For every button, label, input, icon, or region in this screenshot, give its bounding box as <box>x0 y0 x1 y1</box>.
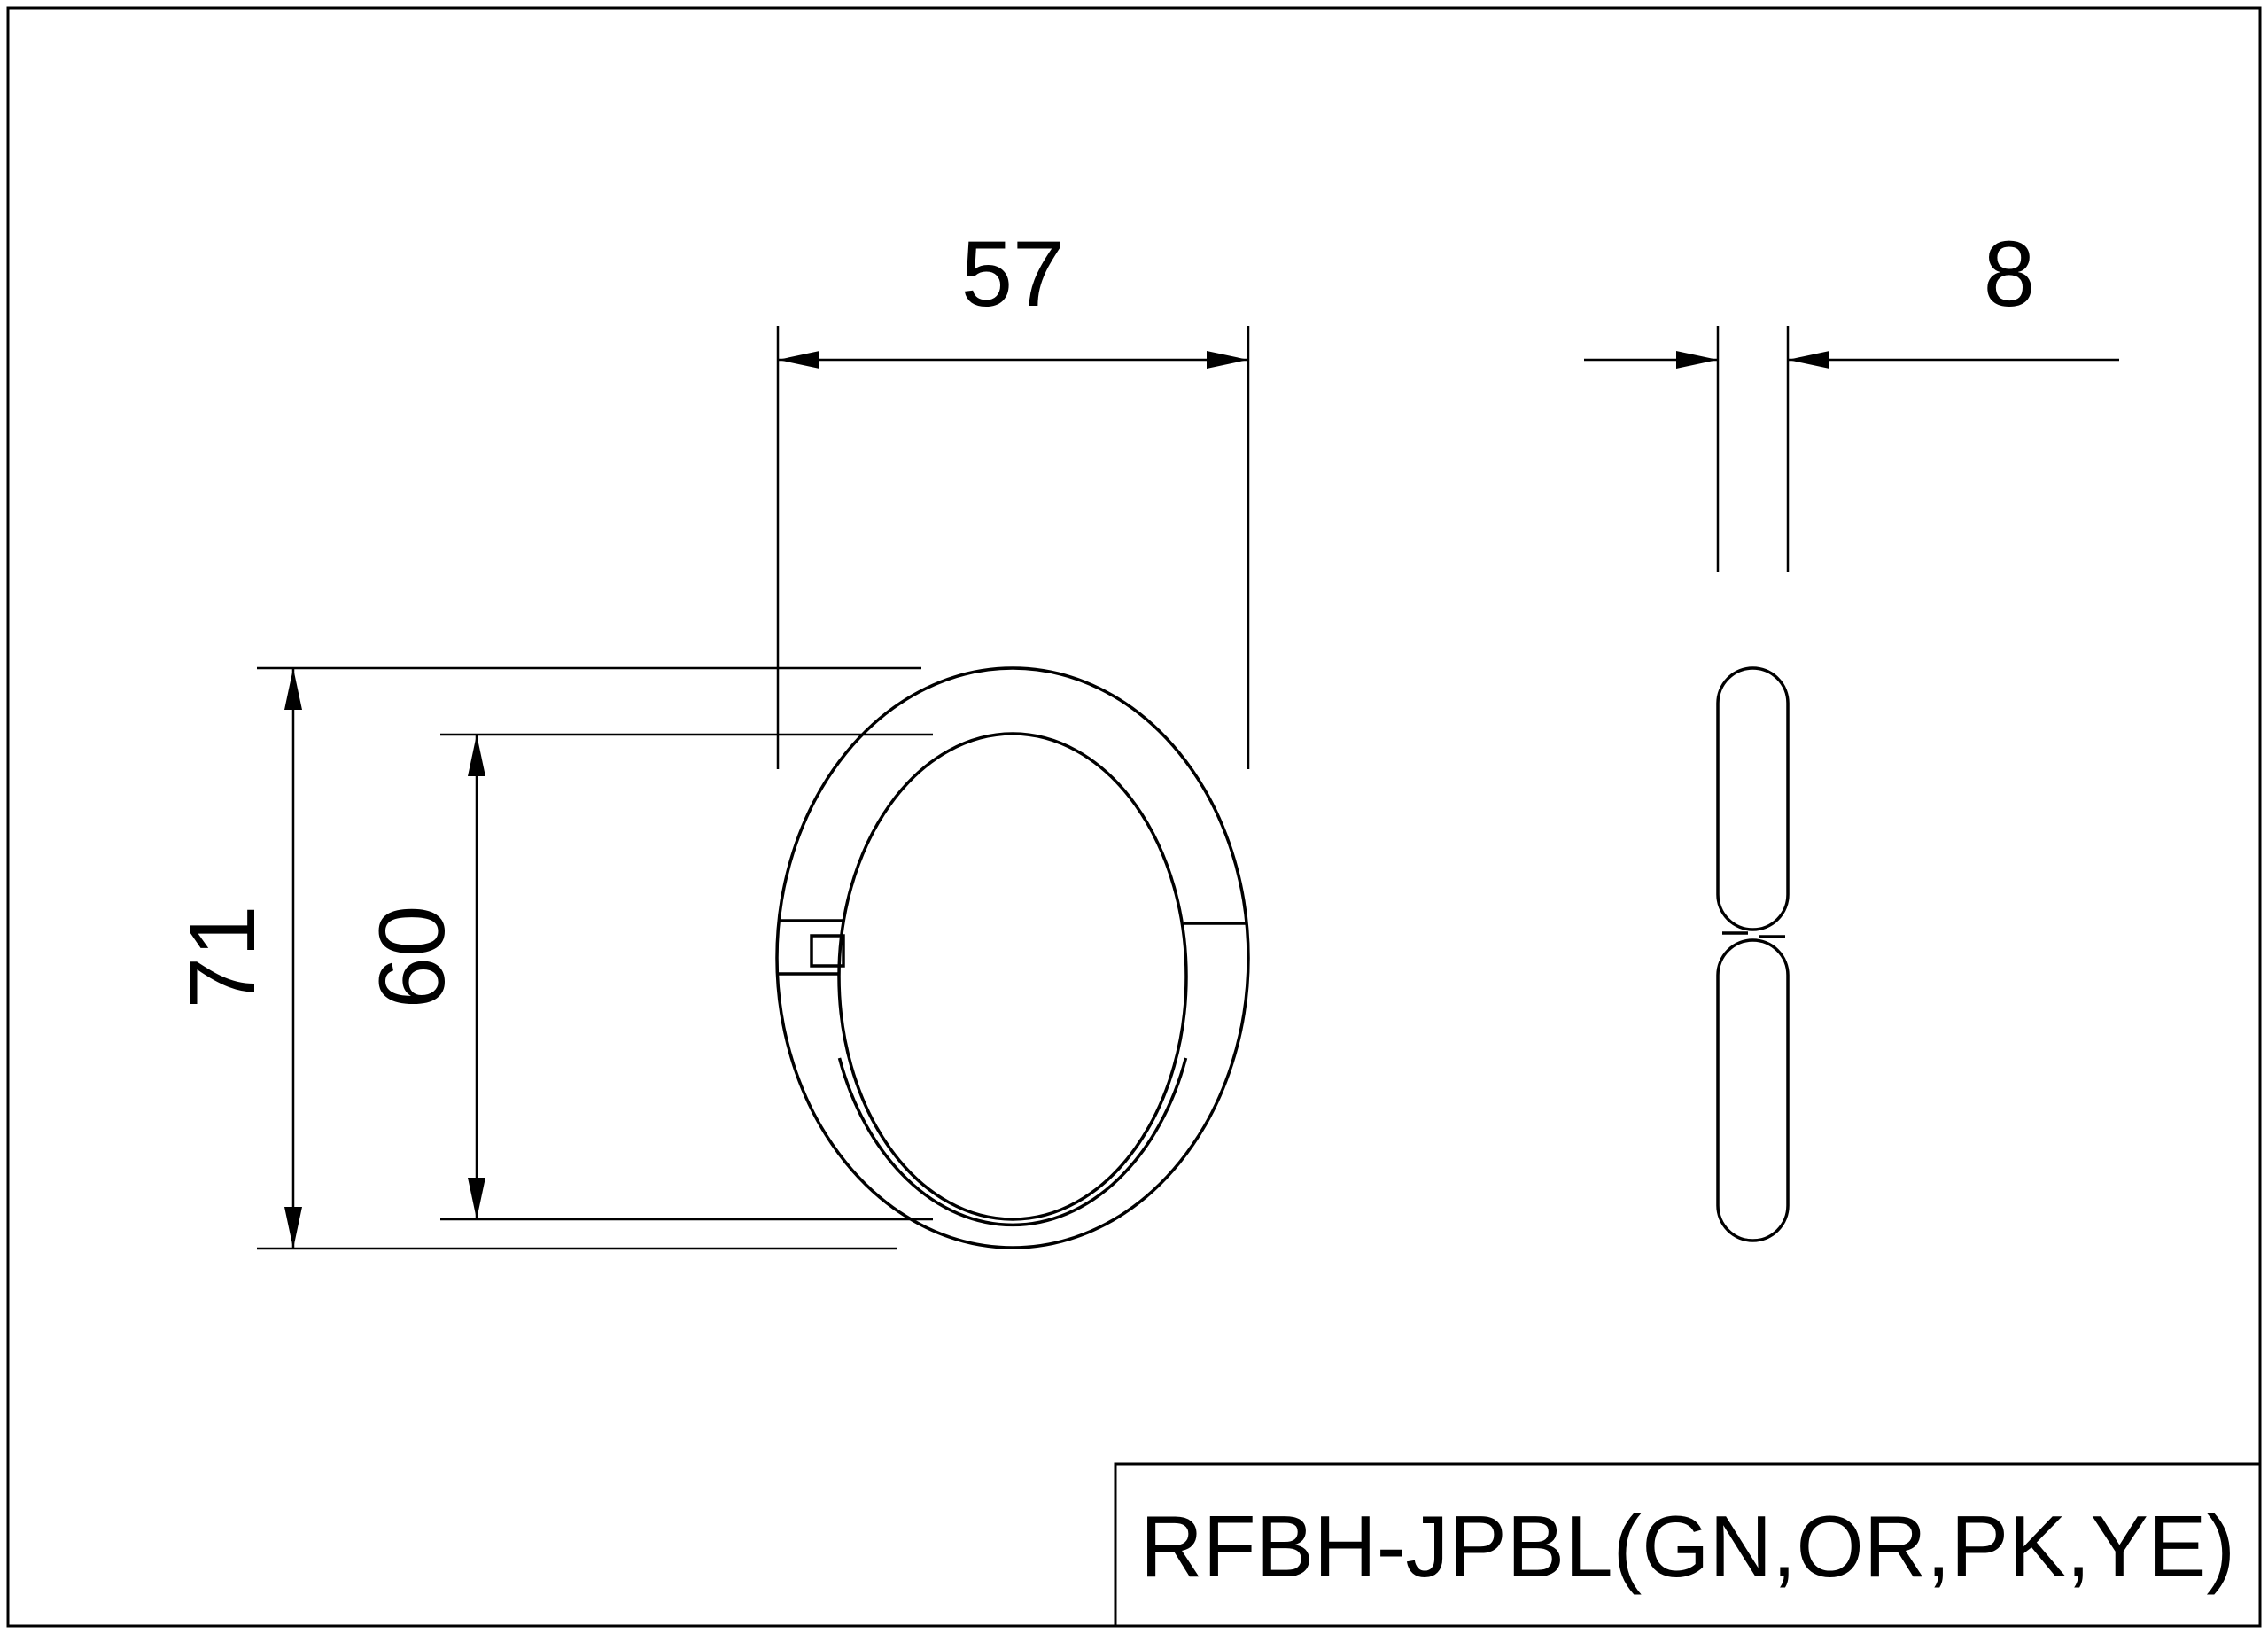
dimension-front-outer-height: 71 <box>171 666 921 1250</box>
arrowhead-down-icon <box>468 1178 485 1219</box>
arrowhead-up-icon <box>468 735 485 776</box>
front-view-latch-detail <box>810 934 845 968</box>
dimension-side-thickness: 8 <box>1584 222 2119 572</box>
title-block-border <box>1114 1462 2262 1628</box>
front-view-inner-outline <box>837 732 1188 1221</box>
front-view-outer-outline <box>775 666 1250 1249</box>
page-border <box>6 6 2262 1628</box>
side-view <box>1716 666 1790 1242</box>
front-view <box>775 666 1250 1249</box>
arrowhead-right-icon <box>1207 351 1248 369</box>
title-block: RFBH-JPBL(GN,OR,PK,YE) <box>1114 1462 2262 1628</box>
front-view-bottom-seam-line <box>837 1057 1188 1227</box>
arrowhead-right-icon <box>1676 351 1718 369</box>
dimension-front-width-label: 57 <box>961 222 1065 326</box>
dimension-front-inner-height-label: 60 <box>361 906 464 1009</box>
dimension-front-inner-height: 60 <box>361 733 933 1221</box>
side-view-bottom-half <box>1716 938 1790 1242</box>
arrowhead-up-icon <box>284 668 302 710</box>
side-view-top-half <box>1716 666 1790 931</box>
arrowhead-left-icon <box>778 351 819 369</box>
arrowhead-left-icon <box>1788 351 1829 369</box>
part-number-label: RFBH-JPBL(GN,OR,PK,YE) <box>1140 1498 2235 1595</box>
dimension-side-thickness-label: 8 <box>1984 222 2035 326</box>
dimension-front-width: 57 <box>776 222 1250 769</box>
arrowhead-down-icon <box>284 1207 302 1249</box>
dimension-front-outer-height-label: 71 <box>171 906 275 1009</box>
